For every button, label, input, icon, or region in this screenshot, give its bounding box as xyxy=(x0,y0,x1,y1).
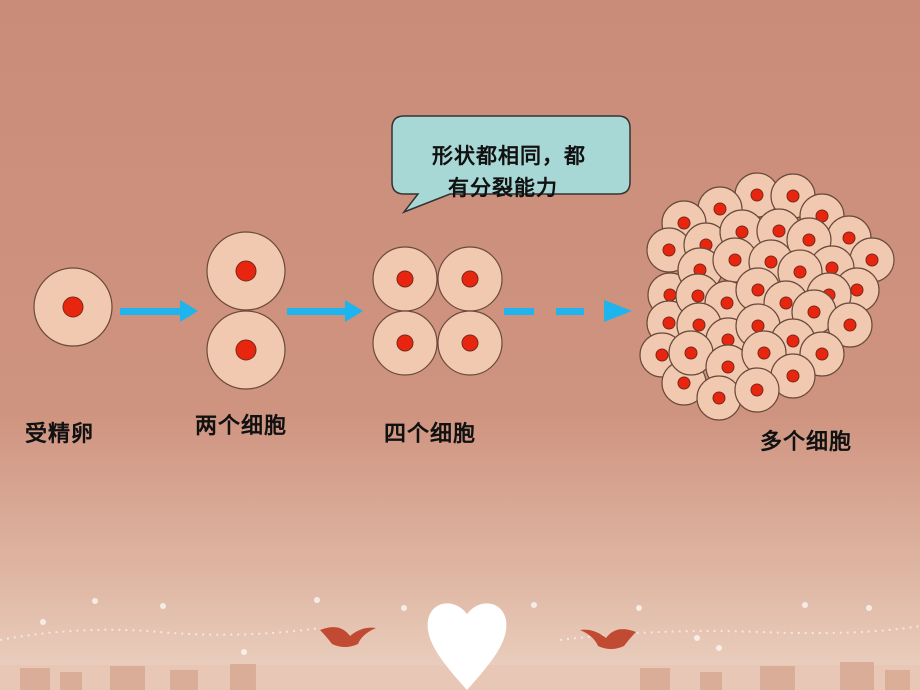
two-cell-top xyxy=(206,231,286,311)
cluster-cell xyxy=(668,330,714,376)
cluster-cell xyxy=(734,367,780,413)
four-cell xyxy=(437,246,503,312)
stage-label-two-cells: 两个细胞 xyxy=(195,414,288,439)
bird-icon xyxy=(320,627,376,647)
stage-label-many-cells: 多个细胞 xyxy=(760,430,853,455)
bird-icon xyxy=(580,629,636,649)
two-cell-bottom xyxy=(206,310,286,390)
callout-line-1: 形状都相同，都 xyxy=(432,144,586,168)
decorative-footer xyxy=(0,597,920,690)
callout-line-2: 有分裂能力 xyxy=(448,176,558,200)
four-cell xyxy=(372,310,438,376)
stage-label-zygote: 受精卵 xyxy=(25,422,95,447)
cluster-cell xyxy=(696,375,742,421)
cluster-cell xyxy=(770,353,816,399)
dashed-arrow xyxy=(504,300,632,322)
heart-icon xyxy=(427,603,507,690)
arrow-2 xyxy=(287,300,363,322)
four-cell xyxy=(372,246,438,312)
zygote-cell xyxy=(33,267,113,347)
cell-group xyxy=(33,172,895,421)
cluster-cell xyxy=(827,302,873,348)
arrow-1 xyxy=(120,300,198,322)
callout-bubble xyxy=(391,115,631,214)
four-cell xyxy=(437,310,503,376)
stage-label-four-cells: 四个细胞 xyxy=(384,422,477,447)
